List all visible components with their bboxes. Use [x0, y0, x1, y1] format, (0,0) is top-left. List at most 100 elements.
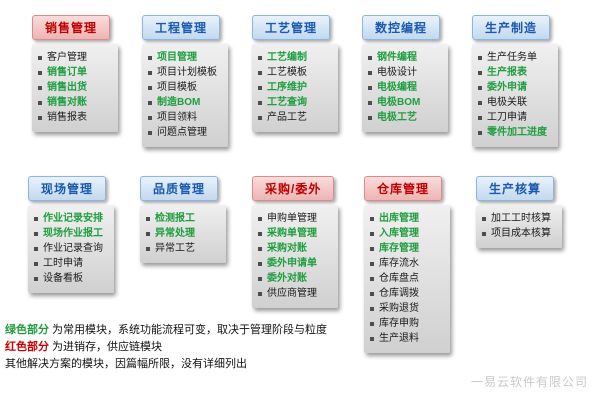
- module-item-label: 出库管理: [379, 213, 419, 224]
- module-item-list: 加工工时核算项目成本核算: [476, 205, 562, 248]
- module-item: 仓库盘点: [370, 271, 442, 286]
- square-bullet-icon: [258, 261, 262, 266]
- module-title: 销售管理: [32, 15, 111, 40]
- module-item: 生产任务单: [478, 50, 550, 65]
- module-item: 产品工艺: [258, 110, 330, 125]
- module-item-label: 委外申请单: [267, 258, 317, 269]
- module-item-list: 作业记录安排现场作业报工作业记录查询工时申请设备看板: [28, 205, 114, 293]
- module-box: 仓库管理出库管理入库管理库存管理库存流水仓库盘点仓库调拨采购退货库存申购生产退料: [364, 176, 450, 353]
- square-bullet-icon: [370, 291, 374, 296]
- module-title: 工程管理: [142, 15, 221, 40]
- module-item-label: 工序维护: [267, 82, 307, 93]
- module-item: 入库管理: [370, 226, 442, 241]
- module-item: 项目成本核算: [482, 226, 554, 241]
- square-bullet-icon: [34, 231, 38, 236]
- module-row-top: 销售管理客户管理销售订单销售出货销售对账销售报表工程管理项目管理项目计划模板项目…: [32, 15, 558, 147]
- module-item: 委外对账: [258, 271, 330, 286]
- module-item: 工刀申请: [478, 110, 550, 125]
- module-item-label: 销售对账: [47, 97, 87, 108]
- module-item: 委外申请: [478, 80, 550, 95]
- module-item-label: 项目成本核算: [491, 228, 551, 239]
- module-item-label: 设备看板: [43, 273, 83, 284]
- square-bullet-icon: [368, 85, 372, 90]
- square-bullet-icon: [258, 100, 262, 105]
- square-bullet-icon: [370, 276, 374, 281]
- module-item-label: 申购单管理: [267, 213, 317, 224]
- module-item-label: 仓库调拨: [379, 288, 419, 299]
- module-item: 项目管理: [148, 50, 220, 65]
- square-bullet-icon: [478, 130, 482, 135]
- module-item-label: 销售订单: [47, 67, 87, 78]
- module-item-label: 工时申请: [43, 258, 83, 269]
- module-item: 申购单管理: [258, 211, 330, 226]
- square-bullet-icon: [34, 246, 38, 251]
- square-bullet-icon: [370, 336, 374, 341]
- module-item: 电极工艺: [368, 110, 440, 125]
- module-title: 品质管理: [140, 176, 219, 201]
- module-item-label: 委外对账: [267, 273, 307, 284]
- module-item-label: 生产报表: [487, 67, 527, 78]
- square-bullet-icon: [34, 261, 38, 266]
- module-title: 数控编程: [362, 15, 441, 40]
- module-item: 钢件编程: [368, 50, 440, 65]
- module-item: 生产退料: [370, 331, 442, 346]
- module-item-label: 作业记录安排: [43, 213, 103, 224]
- module-item: 销售订单: [38, 65, 110, 80]
- module-box: 现场管理作业记录安排现场作业报工作业记录查询工时申请设备看板: [28, 176, 114, 293]
- module-item-label: 库存管理: [379, 243, 419, 254]
- square-bullet-icon: [34, 216, 38, 221]
- legend-notes: 绿色部分 为常用模块，系统功能流程可变，取决于管理阶段与粒度红色部分 为进销存，…: [5, 322, 327, 373]
- module-item: 作业记录查询: [34, 241, 106, 256]
- module-item-label: 项目计划模板: [157, 67, 217, 78]
- square-bullet-icon: [478, 70, 482, 75]
- module-item: 电极关联: [478, 95, 550, 110]
- module-item-label: 委外申请: [487, 82, 527, 93]
- note-prefix: 红色部分: [5, 341, 49, 353]
- module-item: 仓库调拨: [370, 286, 442, 301]
- module-item: 库存申购: [370, 316, 442, 331]
- square-bullet-icon: [146, 246, 150, 251]
- square-bullet-icon: [258, 85, 262, 90]
- square-bullet-icon: [38, 85, 42, 90]
- square-bullet-icon: [258, 55, 262, 60]
- module-item: 工艺模板: [258, 65, 330, 80]
- module-item-label: 问题点管理: [157, 127, 207, 138]
- note-prefix: 绿色部分: [5, 324, 49, 336]
- module-item-label: 采购退货: [379, 303, 419, 314]
- note-line: 其他解决方案的模块，因篇幅所限，没有详细列出: [5, 356, 327, 373]
- square-bullet-icon: [370, 246, 374, 251]
- module-item-label: 采购对账: [267, 243, 307, 254]
- module-item-list: 检测报工异常处理异常工艺: [140, 205, 226, 263]
- module-item: 加工工时核算: [482, 211, 554, 226]
- square-bullet-icon: [258, 70, 262, 75]
- square-bullet-icon: [148, 115, 152, 120]
- square-bullet-icon: [478, 85, 482, 90]
- module-item: 生产报表: [478, 65, 550, 80]
- module-item-label: 电极编程: [377, 82, 417, 93]
- module-item-label: 仓库盘点: [379, 273, 419, 284]
- module-item-label: 库存流水: [379, 258, 419, 269]
- note-text: 为常用模块，系统功能流程可变，取决于管理阶段与粒度: [49, 324, 328, 336]
- module-item-label: 客户管理: [47, 52, 87, 63]
- square-bullet-icon: [258, 291, 262, 296]
- module-item-label: 零件加工进度: [487, 127, 547, 138]
- square-bullet-icon: [258, 216, 262, 221]
- module-item: 库存流水: [370, 256, 442, 271]
- module-item: 供应商管理: [258, 286, 330, 301]
- module-item: 客户管理: [38, 50, 110, 65]
- module-item-label: 钢件编程: [377, 52, 417, 63]
- square-bullet-icon: [38, 115, 42, 120]
- square-bullet-icon: [370, 231, 374, 236]
- module-title: 生产核算: [476, 176, 555, 201]
- module-item: 作业记录安排: [34, 211, 106, 226]
- module-item-label: 采购单管理: [267, 228, 317, 239]
- square-bullet-icon: [482, 216, 486, 221]
- module-item: 电极编程: [368, 80, 440, 95]
- square-bullet-icon: [368, 100, 372, 105]
- module-box: 采购/委外申购单管理采购单管理采购对账委外申请单委外对账供应商管理: [252, 176, 338, 308]
- module-item: 电极设计: [368, 65, 440, 80]
- module-item-label: 供应商管理: [267, 288, 317, 299]
- square-bullet-icon: [34, 276, 38, 281]
